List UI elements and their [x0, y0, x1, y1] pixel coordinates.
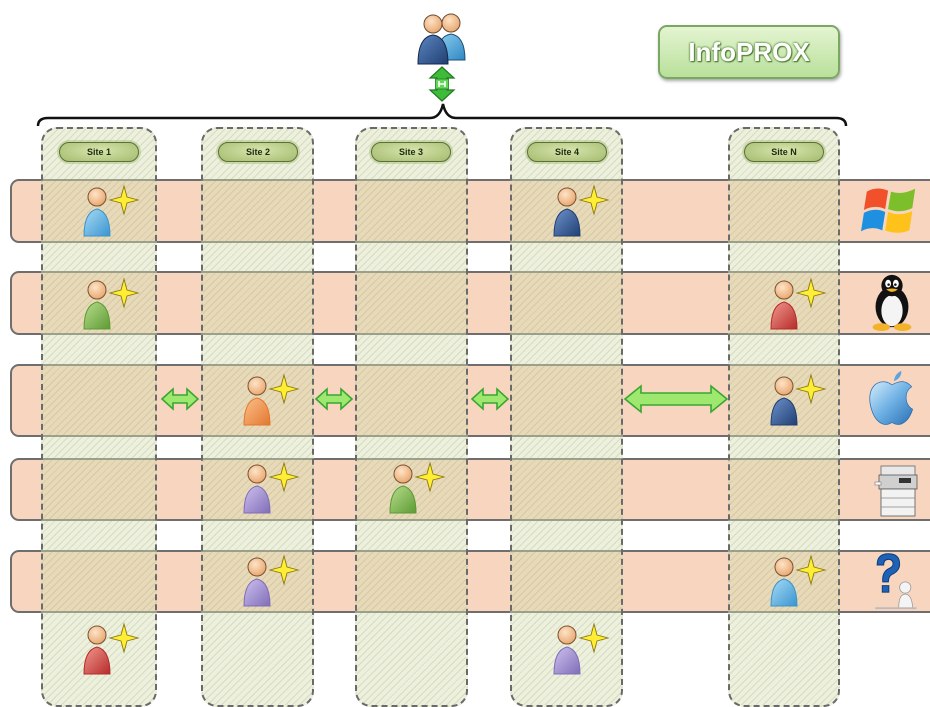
question-mark-person-icon	[875, 553, 917, 610]
bracket-brace-icon	[36, 103, 848, 127]
linux-tux-icon	[872, 274, 912, 332]
printer-copier-icon	[874, 465, 918, 517]
double-arrow-icon	[470, 387, 510, 411]
user-star-icon	[80, 620, 140, 675]
site-column-3	[355, 127, 468, 707]
double-arrow-icon	[160, 387, 200, 411]
site-label: Site N	[744, 142, 824, 162]
user-star-icon	[550, 620, 610, 675]
infoprox-logo: InfoPROX	[658, 25, 840, 79]
user-star-icon	[767, 275, 827, 330]
user-star-icon	[767, 371, 827, 426]
user-star-icon	[386, 459, 446, 514]
site-label: Site 3	[371, 142, 451, 162]
hub-double-arrow-icon	[428, 66, 456, 102]
long-double-arrow-icon	[623, 384, 729, 414]
double-arrow-icon	[314, 387, 354, 411]
user-star-icon	[80, 182, 140, 237]
apple-logo-icon	[869, 370, 914, 425]
user-star-icon	[240, 459, 300, 514]
site-label: Site 4	[527, 142, 607, 162]
user-group-icon	[417, 13, 466, 65]
diagram: Site 1 Site 2 Site 3 Site 4 Site N	[10, 13, 930, 707]
user-star-icon	[550, 182, 610, 237]
row-band-windows	[10, 179, 930, 243]
user-star-icon	[80, 275, 140, 330]
site-label: Site 1	[59, 142, 139, 162]
windows-logo-icon	[861, 188, 916, 233]
user-star-icon	[767, 552, 827, 607]
row-band-printer	[10, 458, 930, 521]
user-star-icon	[240, 371, 300, 426]
site-label: Site 2	[218, 142, 298, 162]
user-star-icon	[240, 552, 300, 607]
